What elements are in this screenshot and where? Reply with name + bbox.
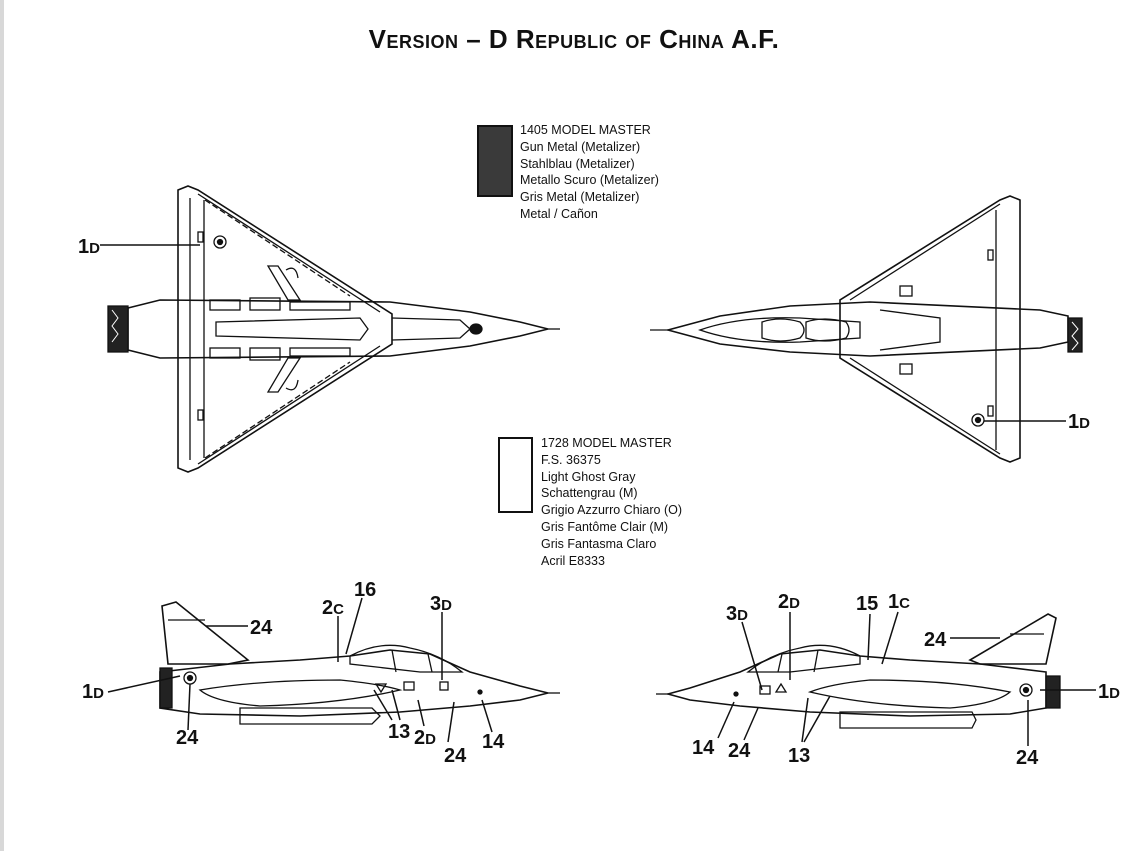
- right-side-view-aircraft: [656, 613, 1061, 729]
- callout-right-14: 14: [692, 737, 715, 759]
- callout-right-2d: 2D: [778, 591, 800, 613]
- callout-left-2d: 2D: [414, 727, 436, 749]
- callout-top-1d: 1D: [78, 236, 100, 258]
- left-side-view-aircraft: [159, 601, 560, 725]
- paint-line: Grigio Azzurro Chiaro (O): [541, 503, 683, 518]
- paint-swatch-gun-metal: [477, 125, 513, 197]
- left-side-leaders: [107, 597, 493, 743]
- callout-right-1c: 1C: [888, 591, 910, 613]
- callout-left-13: 13: [388, 721, 410, 743]
- paint-line: Stahlblau (Metalizer): [520, 156, 635, 171]
- paint-legend-1405: 1405 MODEL MASTER Gun Metal (Metalizer) …: [520, 122, 659, 223]
- paint-line: 1405 MODEL MASTER: [520, 123, 651, 137]
- paint-legend-1728: 1728 MODEL MASTER F.S. 36375 Light Ghost…: [541, 435, 682, 569]
- paint-line: Gris Metal (Metalizer): [520, 190, 640, 205]
- page-edge: [0, 0, 4, 851]
- paint-line: Light Ghost Gray: [541, 469, 636, 484]
- callout-left-14: 14: [482, 731, 505, 753]
- callout-right-13: 13: [788, 745, 810, 767]
- top-view-aircraft: [107, 185, 560, 473]
- callout-right-24a: 24: [924, 629, 947, 651]
- paint-line: 1728 MODEL MASTER: [541, 436, 672, 450]
- callout-left-24b: 24: [250, 617, 273, 639]
- callout-left-24c: 24: [444, 745, 467, 767]
- paint-line: Acril E8333: [541, 553, 605, 568]
- callout-left-16: 16: [354, 579, 376, 601]
- bottom-view-aircraft: [650, 195, 1083, 463]
- paint-line: Gris Fantôme Clair (M): [541, 519, 669, 534]
- page-title: Version – D Republic of China A.F.: [368, 24, 780, 54]
- paint-line: Gun Metal (Metalizer): [520, 139, 641, 154]
- callout-right-24c: 24: [1016, 747, 1039, 769]
- paint-line: F.S. 36375: [541, 452, 601, 467]
- paint-line: Schattengrau (M): [541, 486, 638, 501]
- paint-line: Gris Fantasma Claro: [541, 536, 657, 551]
- callout-bottom-1d: 1D: [1068, 411, 1090, 433]
- callout-right-1d: 1D: [1098, 681, 1120, 703]
- paint-line: Metal / Cañon: [520, 206, 598, 221]
- paint-swatch-light-ghost-gray: [498, 437, 533, 513]
- callout-right-24b: 24: [728, 740, 751, 762]
- callout-left-2c: 2C: [322, 597, 344, 619]
- callout-left-1d: 1D: [82, 681, 104, 703]
- callout-left-3d: 3D: [430, 593, 452, 615]
- callout-right-3d: 3D: [726, 603, 748, 625]
- right-side-leaders: [717, 611, 1096, 746]
- callout-right-15: 15: [856, 593, 878, 615]
- paint-line: Metallo Scuro (Metalizer): [520, 173, 659, 188]
- callout-left-24a: 24: [176, 727, 199, 749]
